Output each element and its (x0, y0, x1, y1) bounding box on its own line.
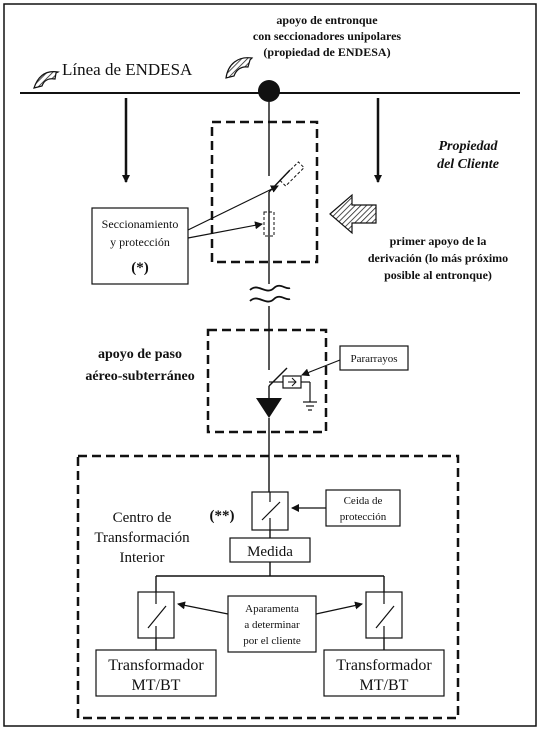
right-transformer-box (323, 649, 445, 697)
celda-proteccion-box (325, 489, 401, 527)
endesa-line-direction-icon (33, 71, 60, 89)
seccionamiento-label-1: Seccionamiento (102, 217, 179, 231)
medida-label: Medida (247, 544, 293, 560)
celda-label-2: protección (340, 511, 387, 523)
propiedad-cliente-label-2: del Cliente (437, 157, 499, 172)
aparamenta-arrow-left (177, 601, 229, 615)
trafo-right-label-1: Transformador (336, 657, 432, 674)
entronque-direction-icon (225, 57, 254, 79)
pararrayos-arrow (301, 359, 341, 377)
fuse-dashed-mark (263, 211, 275, 237)
apoyo-entronque-label-1: apoyo de entronque (276, 13, 378, 27)
pararrayos-box (339, 345, 409, 371)
apoyo-entronque-label-2: con seccionadores unipolares (253, 29, 402, 43)
line-break-symbol (249, 284, 291, 303)
aparamenta-label-3: por el cliente (243, 635, 301, 647)
centro-label-2: Transformación (94, 530, 190, 546)
first-derivation-support-box (210, 120, 319, 264)
celda-switch-blade (261, 501, 281, 521)
doble-asterisco-label: (**) (210, 508, 235, 524)
trafo-left-label-1: Transformador (108, 657, 204, 674)
celda-label-1: Ceida de (344, 495, 383, 507)
entronque-support-node (258, 80, 280, 102)
pararrayos-label: Pararrayos (350, 353, 397, 365)
medida-box (229, 537, 311, 563)
centro-transformacion-box (76, 454, 460, 720)
propiedad-cliente-label-1: Propiedad (438, 139, 498, 154)
ground-icon (303, 401, 317, 411)
primer-apoyo-label-1: primer apoyo de la (390, 234, 487, 248)
apoyo-entronque-label-3: (propiedad de ENDESA) (263, 45, 390, 59)
trafo-left-label-2: MT/BT (132, 677, 181, 694)
left-transformer-box (95, 649, 217, 697)
primer-apoyo-label-2: derivación (lo más próximo (368, 251, 508, 265)
aparamenta-box (227, 595, 317, 653)
apoyo-paso-label-1: apoyo de paso (98, 347, 182, 362)
aparamenta-label-2: a determinar (244, 619, 300, 631)
aparamenta-arrow-right (315, 601, 363, 615)
centro-label-3: Interior (120, 550, 165, 566)
apoyo-paso-box (206, 328, 328, 434)
seccionamiento-arrow-upper (187, 185, 279, 231)
left-switch-blade (147, 605, 167, 629)
right-switch-blade (375, 605, 395, 629)
outer-frame (3, 3, 537, 727)
disconnector-dashed-mark (279, 161, 305, 187)
surge-arrester-icon (269, 375, 311, 402)
seccionamiento-arrow-lower (187, 221, 263, 239)
cable-terminal-icon (256, 398, 282, 418)
paso-switch-blade (268, 367, 288, 387)
apoyo-paso-label-2: aéreo-subterráneo (85, 369, 194, 384)
primer-apoyo-label-3: posible al entronque) (384, 268, 492, 282)
seccionamiento-label-3: (*) (131, 260, 149, 276)
primer-apoyo-indicator-icon (329, 193, 377, 235)
seccionamiento-label-2: y protección (110, 235, 170, 249)
centro-label-1: Centro de (113, 510, 172, 526)
linea-endesa-label: Línea de ENDESA (62, 60, 193, 79)
trafo-right-label-2: MT/BT (360, 677, 409, 694)
seccionamiento-box (91, 207, 189, 285)
aparamenta-label-1: Aparamenta (245, 603, 299, 615)
